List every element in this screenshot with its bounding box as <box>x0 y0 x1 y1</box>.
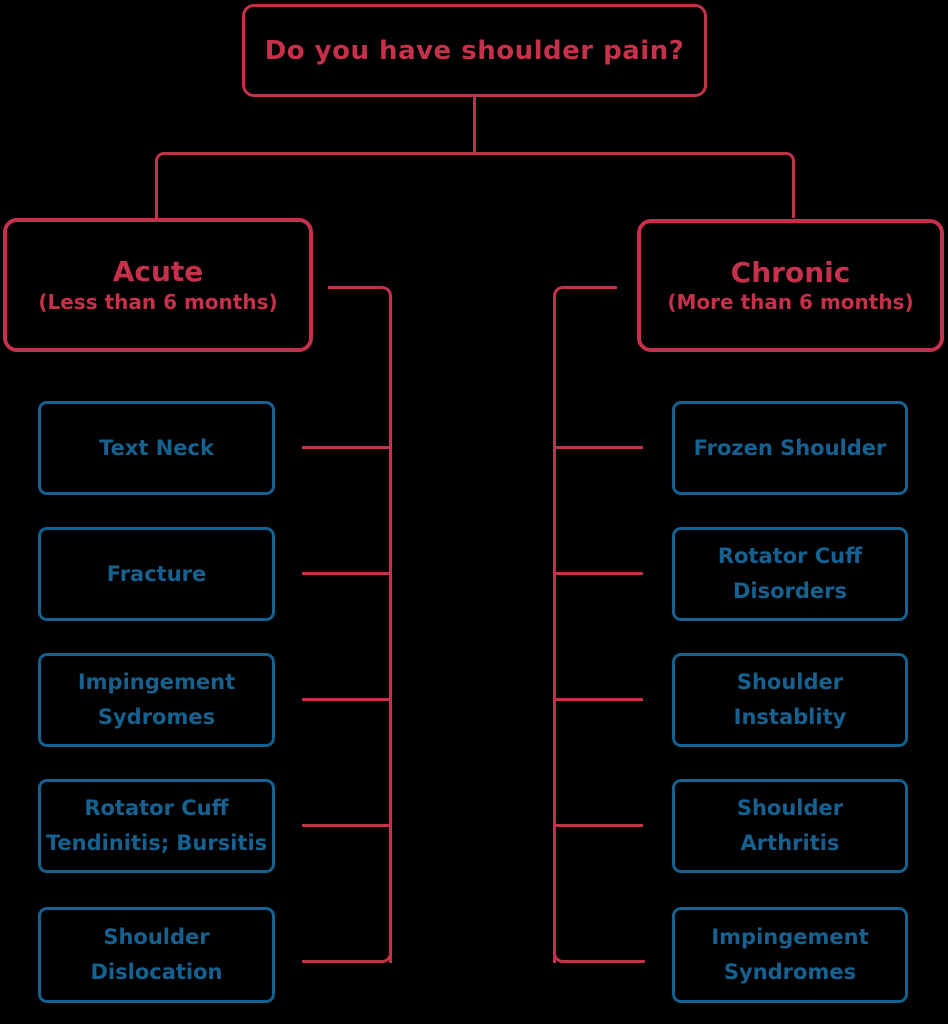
branch-chronic-title: Chronic <box>730 255 851 289</box>
leaf-label: Impingement Syndromes <box>711 925 869 984</box>
connector-acute-stub-1 <box>302 446 390 449</box>
leaf-node-impingement-sydromes: Impingement Sydromes <box>38 653 275 747</box>
leaf-label: Rotator Cuff Tendinitis; Bursitis <box>45 796 268 855</box>
connector-chronic-bracket <box>553 286 617 963</box>
connector-chronic-bracket-foot <box>553 933 645 963</box>
leaf-node-impingement-syndromes: Impingement Syndromes <box>672 907 908 1003</box>
connector-acute-stub-3 <box>302 698 390 701</box>
leaf-node-text-neck: Text Neck <box>38 401 275 495</box>
leaf-label: Fracture <box>106 561 207 586</box>
leaf-node-rotator-cuff-disorders: Rotator Cuff Disorders <box>672 527 908 621</box>
connector-chronic-stub-2 <box>556 572 643 575</box>
connector-acute-bracket <box>328 286 392 963</box>
branch-acute-title: Acute <box>112 255 204 289</box>
leaf-node-shoulder-arthritis: Shoulder Arthritis <box>672 779 908 873</box>
leaf-node-rotator-cuff-tendinitis-bursitis: Rotator Cuff Tendinitis; Bursitis <box>38 779 275 873</box>
leaf-node-shoulder-instablity: Shoulder Instablity <box>672 653 908 747</box>
root-question-node: Do you have shoulder pain? <box>242 4 707 97</box>
leaf-label: Text Neck <box>99 435 214 460</box>
leaf-label: Rotator Cuff Disorders <box>717 544 863 603</box>
leaf-label: Shoulder Arthritis <box>736 796 844 855</box>
connector-chronic-stub-4 <box>556 824 643 827</box>
connector-acute-stub-4 <box>302 824 390 827</box>
connector-chronic-stub-1 <box>556 446 643 449</box>
leaf-label: Shoulder Instablity <box>733 670 847 729</box>
branch-acute-subtitle: (Less than 6 months) <box>38 289 278 314</box>
connector-acute-stub-2 <box>302 572 390 575</box>
leaf-label: Impingement Sydromes <box>77 670 236 729</box>
leaf-label: Shoulder Dislocation <box>90 925 223 984</box>
connector-chronic-stub-3 <box>556 698 643 701</box>
root-question-label: Do you have shoulder pain? <box>264 35 685 66</box>
leaf-node-frozen-shoulder: Frozen Shoulder <box>672 401 908 495</box>
connector-root-splitter <box>155 152 795 218</box>
branch-node-chronic: Chronic (More than 6 months) <box>637 219 944 352</box>
connector-acute-bracket-foot <box>302 933 392 963</box>
leaf-label: Frozen Shoulder <box>693 435 887 460</box>
leaf-node-fracture: Fracture <box>38 527 275 621</box>
leaf-node-shoulder-dislocation: Shoulder Dislocation <box>38 907 275 1003</box>
connector-root-stem <box>473 97 476 152</box>
branch-chronic-subtitle: (More than 6 months) <box>667 290 914 315</box>
branch-node-acute: Acute (Less than 6 months) <box>3 218 313 352</box>
